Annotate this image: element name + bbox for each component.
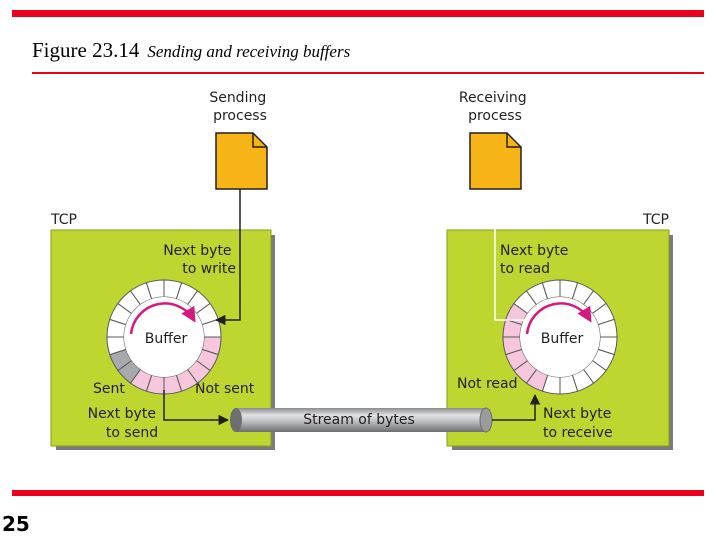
figure-number: Figure 23.14 <box>32 38 140 62</box>
figure-title: Figure 23.14 Sending and receiving buffer… <box>32 38 350 63</box>
next-byte-to-read-label: Next byte to read <box>500 243 573 277</box>
next-byte-to-write-label: Next byte to write <box>163 243 236 277</box>
sender-tcp-label: TCP <box>50 212 77 228</box>
not-sent-label: Not sent <box>195 381 255 397</box>
sender-buffer-ring <box>106 279 222 395</box>
stream-of-bytes-pipe <box>236 408 486 432</box>
receiver-rotation-arrow <box>525 302 592 335</box>
receiver-tcp-label: TCP <box>642 212 669 228</box>
write-arrow <box>214 189 241 326</box>
top-red-bar <box>12 10 704 17</box>
receiving-document-fold <box>506 133 521 148</box>
send-arrow <box>163 390 230 426</box>
receive-arrow <box>492 393 541 421</box>
next-byte-to-send-label: Next byte to send <box>88 406 161 441</box>
stream-of-bytes-label: Stream of bytes <box>303 412 415 428</box>
pipe-left-end <box>230 408 242 432</box>
figure-caption: Sending and receiving buffers <box>147 42 351 61</box>
sending-document-fold <box>252 133 267 148</box>
not-read-label: Not read <box>457 376 518 392</box>
sent-label: Sent <box>93 381 125 397</box>
pipe-right-end <box>479 407 493 433</box>
receiving-process-label: Receiving process <box>459 90 531 124</box>
sender-buffer-label: Buffer <box>145 331 188 347</box>
receiver-buffer-label: Buffer <box>541 331 584 347</box>
sender-rotation-arrow <box>129 302 196 335</box>
receiving-process-document-icon <box>469 132 522 190</box>
bottom-red-bar <box>12 490 704 496</box>
sending-process-label: Sending process <box>209 90 270 124</box>
next-byte-to-receive-label: Next byte to receive <box>543 406 616 441</box>
title-underline <box>32 72 704 74</box>
read-arrow <box>489 194 525 321</box>
page-number: 25 <box>2 512 30 536</box>
sending-process-document-icon <box>215 132 268 190</box>
